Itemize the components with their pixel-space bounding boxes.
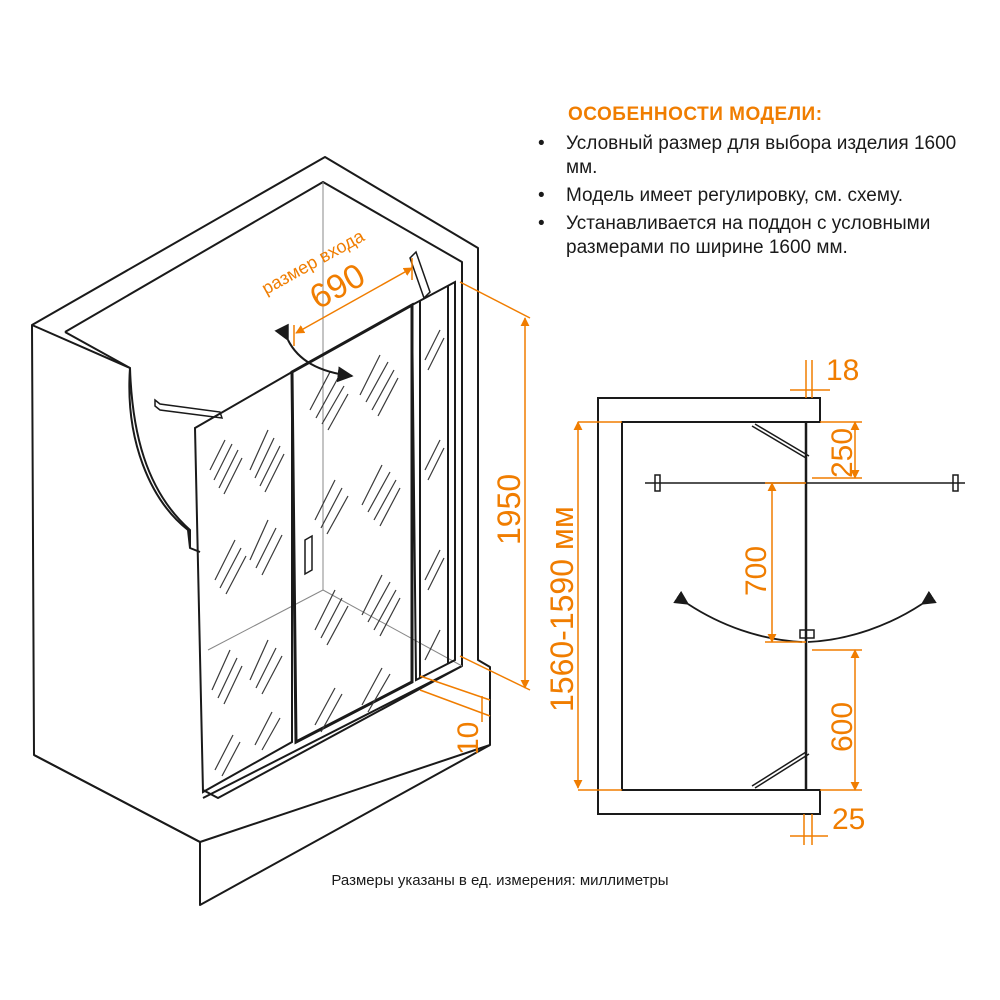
feature-text: Условный размер для выбора изделия 1600 …	[566, 133, 957, 178]
entry-dim-line	[295, 267, 413, 334]
stripe-group-2	[249, 429, 285, 493]
stripe-group-13	[361, 574, 401, 637]
bullet-icon: •	[538, 133, 545, 154]
stripe-group-7	[214, 711, 281, 777]
feature-item: • Устанавливается на поддон с условными р…	[538, 212, 978, 260]
right-support-bar	[409, 250, 431, 300]
dim-bottom-gap-value: 25	[832, 803, 865, 836]
niche-inner-left	[64, 331, 191, 549]
plan-swing-right	[807, 590, 937, 643]
left-support-bar	[154, 398, 224, 419]
perspective-view	[31, 156, 491, 906]
stripe-group-9	[359, 354, 399, 417]
plan-lower-brace	[751, 751, 807, 787]
glass-pattern	[209, 329, 445, 777]
bullet-icon: •	[538, 213, 545, 234]
plan-view	[597, 397, 965, 815]
stripe-group-15	[424, 329, 445, 661]
bullet-icon: •	[538, 185, 545, 206]
stripe-group-11	[361, 464, 401, 527]
feature-item: • Модель имеет регулировку, см. схему.	[538, 184, 978, 208]
dim-upper-panel-value: 250	[826, 428, 859, 478]
stripe-group-3	[214, 539, 247, 595]
plan-upper-brace	[751, 425, 807, 459]
door-handle	[304, 534, 313, 576]
width-range-value: 1560-1590 мм	[544, 506, 580, 712]
right-fixed-panel	[410, 280, 456, 682]
dim-top-gap-value: 18	[826, 354, 859, 387]
stripe-group-12	[314, 589, 349, 646]
features-list: • Условный размер для выбора изделия 1600…	[538, 132, 978, 260]
stripe-group-8	[309, 371, 349, 431]
floor-edge	[33, 744, 491, 843]
plan-swing-left	[673, 590, 803, 643]
dim-door-swing-value: 700	[740, 546, 773, 596]
feature-text: Устанавливается на поддон с условными ра…	[566, 213, 931, 258]
stripe-group-1	[209, 439, 243, 495]
dim-lower-panel-value: 600	[826, 702, 859, 752]
feature-text: Модель имеет регулировку, см. схему.	[566, 185, 904, 206]
bottom-offset-value: 10	[452, 722, 485, 755]
feature-item: • Условный размер для выбора изделия 1600…	[538, 132, 978, 180]
plan-dimensions	[578, 360, 862, 845]
stripe-group-6	[249, 639, 283, 695]
floor-inner	[202, 665, 463, 799]
plan-wall-outline	[597, 397, 821, 815]
perspective-dimensions	[293, 258, 583, 789]
height-value: 1950	[491, 474, 527, 545]
niche-inner-back	[64, 181, 463, 799]
niche-front-face	[31, 324, 201, 553]
door-swing-arrow	[274, 323, 354, 383]
left-fixed-panel	[193, 370, 293, 794]
units-note: Размеры указаны в ед. измерения: миллиме…	[331, 872, 669, 889]
stripe-group-4	[249, 519, 283, 576]
stripe-group-14	[314, 667, 391, 733]
stripe-group-10	[314, 479, 349, 535]
features-title: ОСОБЕННОСТИ МОДЕЛИ:	[568, 104, 823, 125]
features-block: ОСОБЕННОСТИ МОДЕЛИ: • Условный размер для…	[538, 104, 978, 264]
stripe-group-5	[211, 649, 243, 705]
glass-panels	[154, 250, 456, 794]
